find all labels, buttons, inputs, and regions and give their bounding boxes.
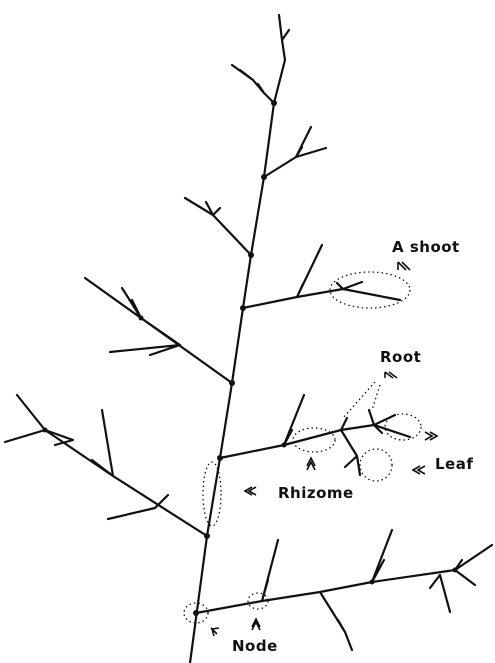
rhizome-arrow-2 xyxy=(307,458,315,470)
node-dot xyxy=(370,580,375,585)
dotted-outlines xyxy=(184,272,421,623)
label-root: Root xyxy=(380,348,421,366)
branch-7 xyxy=(5,395,207,536)
node-dot xyxy=(248,252,254,258)
node-dot xyxy=(240,305,246,311)
label-node: Node xyxy=(232,637,278,655)
top-shoot xyxy=(279,15,289,60)
leaf-arrow-1 xyxy=(425,432,437,440)
shoot-arrow xyxy=(398,262,410,270)
leaf-outline-1 xyxy=(385,414,421,440)
node-dot xyxy=(193,610,199,616)
leaf-outline-2 xyxy=(360,449,392,481)
node-dot xyxy=(204,533,210,539)
node-dot xyxy=(282,443,287,448)
branch-2 xyxy=(264,127,326,177)
branch-4 xyxy=(243,245,400,308)
plant-structure xyxy=(5,15,492,663)
branch-6 xyxy=(220,395,410,475)
arrows xyxy=(211,262,437,636)
label-a-shoot: A shoot xyxy=(392,238,460,256)
node-dot xyxy=(453,568,458,573)
node-arrow-2 xyxy=(252,619,260,630)
branch-5 xyxy=(85,278,232,383)
leaf-arrow-2 xyxy=(413,466,425,474)
node-dot xyxy=(229,380,235,386)
node-arrow-1 xyxy=(211,628,219,636)
root-arrow xyxy=(385,372,397,378)
rhizome-arrow xyxy=(245,487,256,495)
node-dot xyxy=(271,100,277,106)
branch-3 xyxy=(185,198,251,255)
label-leaf: Leaf xyxy=(435,455,473,473)
branch-8 xyxy=(196,530,492,650)
main-axis xyxy=(190,60,285,663)
root-pointer-2 xyxy=(372,385,380,410)
branch-1 xyxy=(232,65,274,103)
node-dot xyxy=(261,174,267,180)
node-dot xyxy=(217,455,223,461)
node-dot xyxy=(139,316,144,321)
label-rhizome: Rhizome xyxy=(278,484,354,502)
node-dot xyxy=(43,428,48,433)
